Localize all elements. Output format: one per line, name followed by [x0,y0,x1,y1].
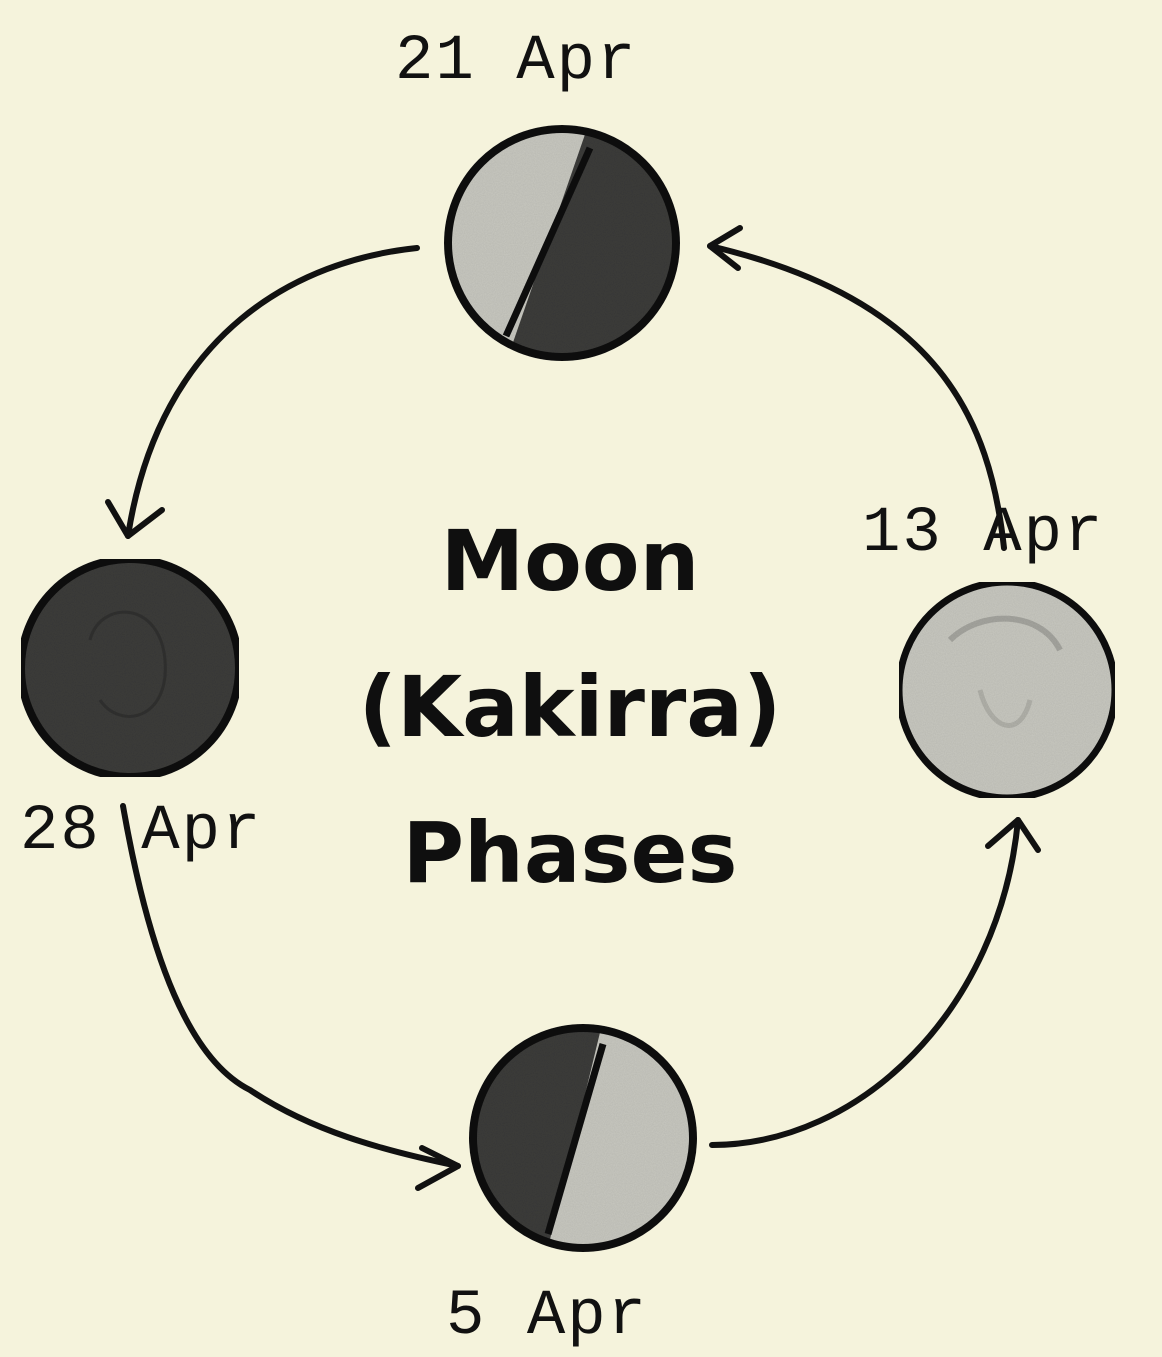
moon-full [899,582,1115,798]
phase-date-label: 13 Apr [862,502,1104,566]
diagram-title: Moon (Kakirra) Phases [300,488,840,926]
moon-last-quarter [440,120,700,380]
moon-first-quarter [460,1020,710,1260]
moon-new [21,559,239,777]
arrow-head-5apr [418,1148,458,1188]
phase-date-label: 28 Apr [20,800,262,864]
phase-date-label: 21 Apr [395,30,637,94]
title-line: Moon [300,488,840,634]
title-line: (Kakirra) [300,634,840,780]
phase-date-label: 5 Apr [446,1285,648,1349]
title-line: Phases [300,780,840,926]
